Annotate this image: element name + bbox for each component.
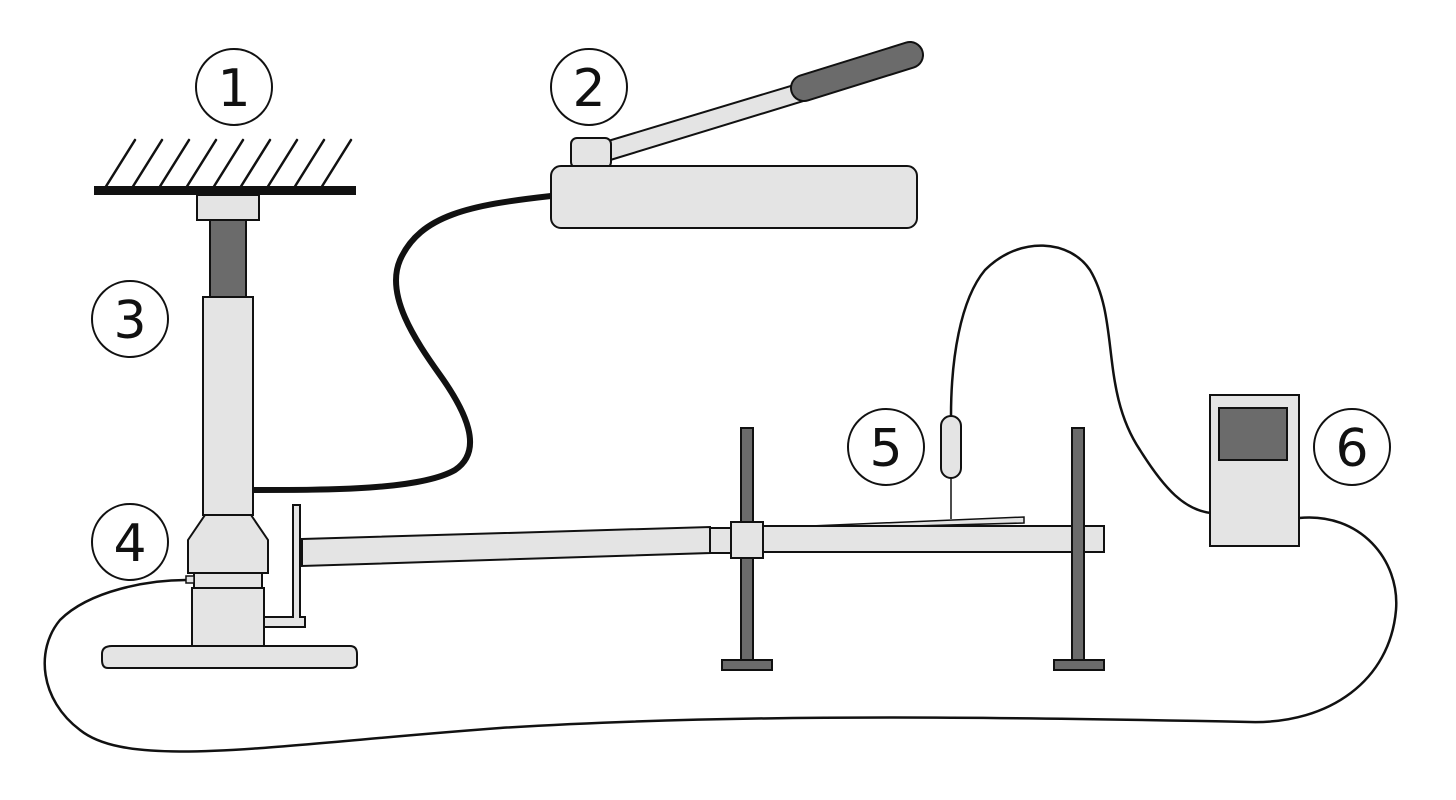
callout-5: 5 [847,408,925,486]
callout-3: 3 [91,280,169,358]
hydraulic-ram [196,194,260,516]
sensor-cable [949,244,1212,515]
support-stand-right [1053,427,1105,671]
callout-1-label: 1 [217,59,250,119]
callout-6: 6 [1313,408,1391,486]
specimen-beam [301,516,1105,568]
callout-4-label: 4 [113,514,146,574]
load-cell-cable [43,516,1398,753]
callout-5-label: 5 [869,419,902,479]
hydraulic-hose [252,193,552,493]
callout-3-label: 3 [113,291,146,351]
callout-1: 1 [195,48,273,126]
callout-4: 4 [91,503,169,581]
callout-6-label: 6 [1335,419,1368,479]
load-cell-assembly [101,514,358,669]
data-logger [1209,394,1300,547]
callout-2-label: 2 [572,59,605,119]
beam-clamp [730,521,764,559]
callout-2: 2 [550,48,628,126]
fixed-support-ceiling [94,138,356,195]
displacement-sensor [940,415,962,519]
hand-pump [550,41,924,229]
l-bracket [263,504,306,628]
